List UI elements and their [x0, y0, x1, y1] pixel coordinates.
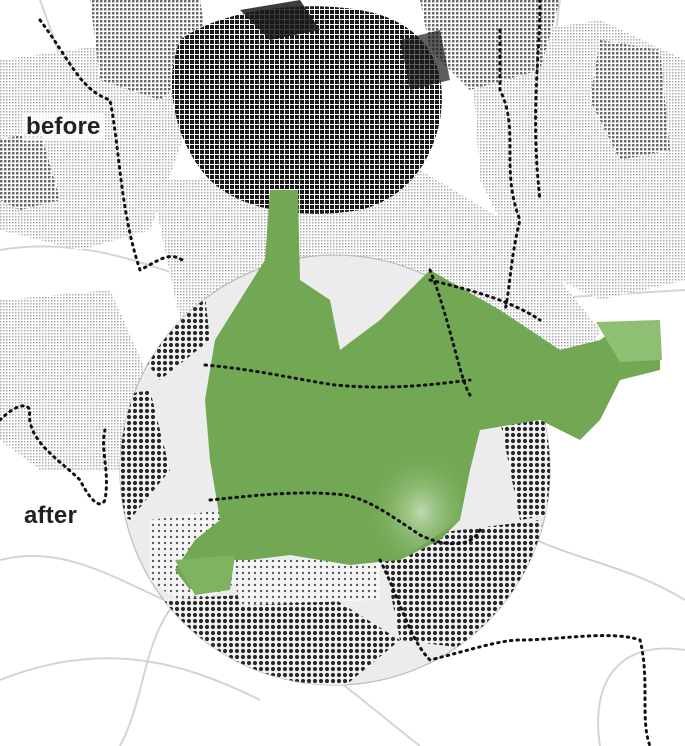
before-label: before: [22, 113, 105, 141]
after-label: after: [20, 502, 82, 530]
forest-area: [175, 190, 662, 595]
dense-city-core: [171, 6, 442, 214]
boundary-lines: [0, 0, 652, 746]
